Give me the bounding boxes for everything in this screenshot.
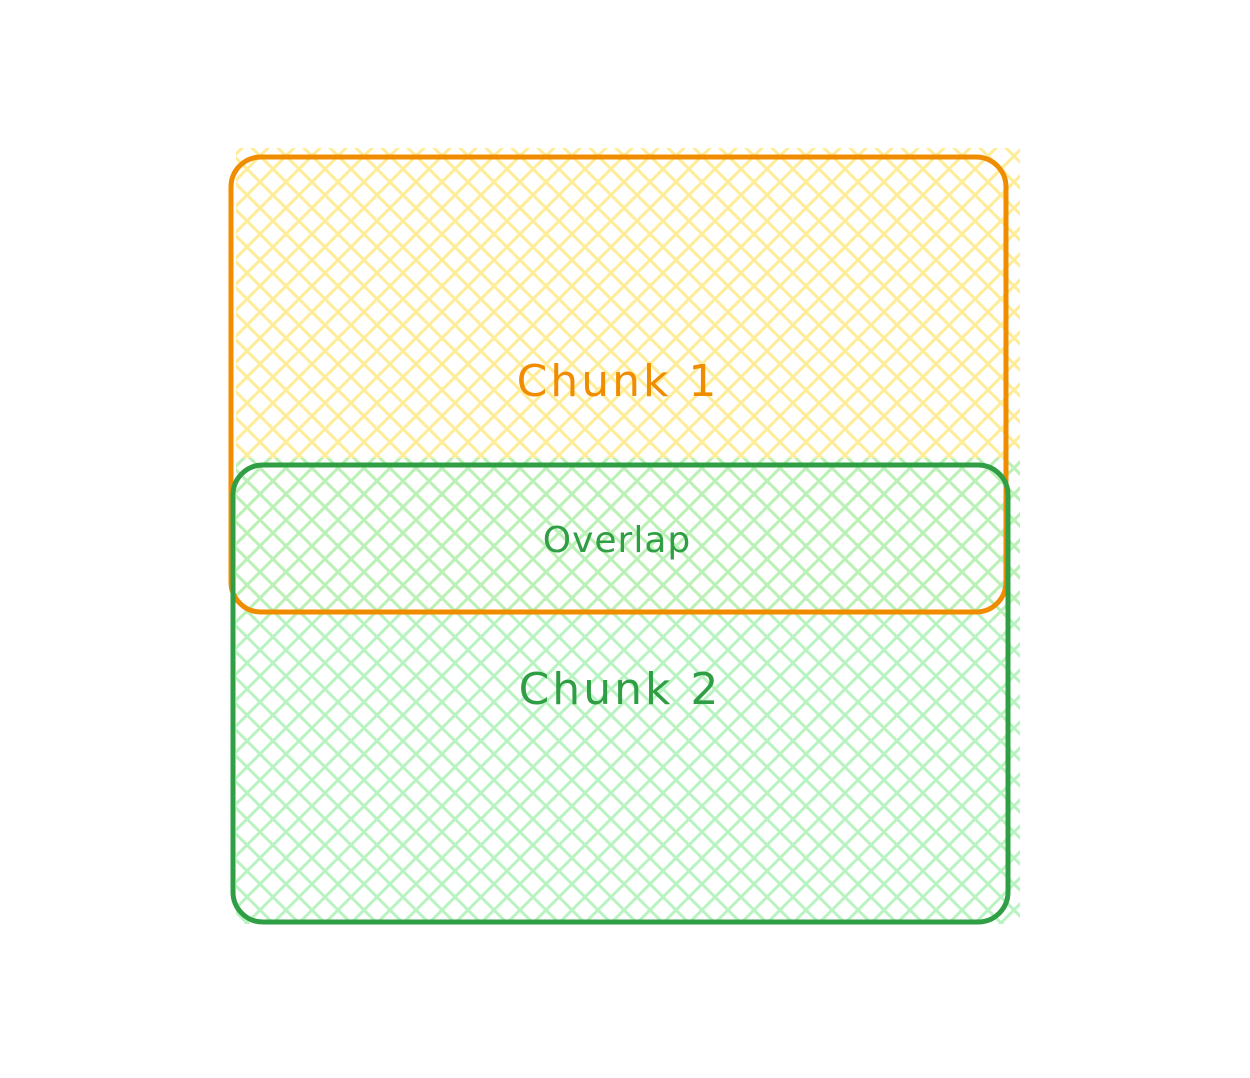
overlap-label: Overlap [543,520,692,561]
chunk-1-box [228,154,1009,615]
chunk-2-hatch-fill [236,458,1020,924]
chunk-2-label: Chunk 2 [519,664,722,715]
chunk-1-label: Chunk 1 [517,356,720,407]
chunk-2-box [230,462,1011,925]
